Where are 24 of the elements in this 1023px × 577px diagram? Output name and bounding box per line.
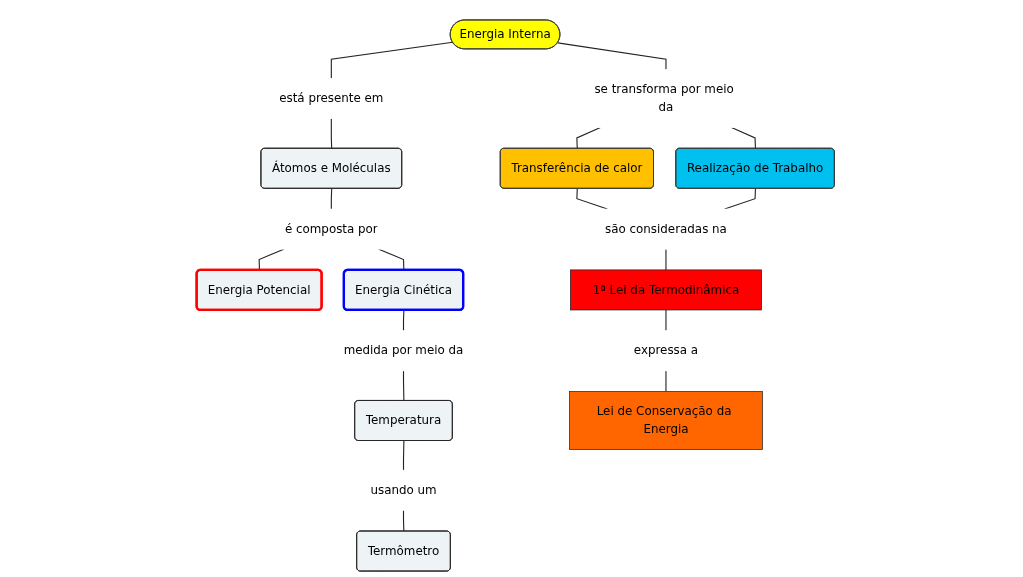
connector bbox=[576, 126, 601, 150]
node-text: está presente em bbox=[279, 91, 384, 106]
node-text: usando um bbox=[370, 482, 437, 497]
node-text: expressa a bbox=[633, 343, 699, 358]
connector bbox=[402, 370, 405, 402]
connector bbox=[402, 309, 405, 332]
connector bbox=[402, 509, 405, 532]
connector bbox=[724, 188, 756, 210]
connector bbox=[330, 118, 333, 150]
node-text: é composta por bbox=[284, 221, 378, 236]
connector bbox=[330, 188, 333, 210]
connector bbox=[665, 248, 667, 271]
node-box: Lei de Conservação da Energia bbox=[569, 391, 763, 450]
connector bbox=[576, 188, 608, 210]
node-text: são consideradas na bbox=[605, 221, 727, 236]
connector bbox=[665, 370, 667, 393]
connector bbox=[330, 41, 454, 80]
connector bbox=[665, 309, 667, 332]
connector bbox=[557, 42, 667, 71]
connector bbox=[402, 440, 405, 471]
node-box: 1ª Lei da Termodinâmica bbox=[570, 269, 762, 311]
node-text: se transforma por meio da bbox=[594, 82, 734, 115]
connector bbox=[730, 126, 756, 150]
node-text: medida por meio da bbox=[343, 343, 464, 358]
